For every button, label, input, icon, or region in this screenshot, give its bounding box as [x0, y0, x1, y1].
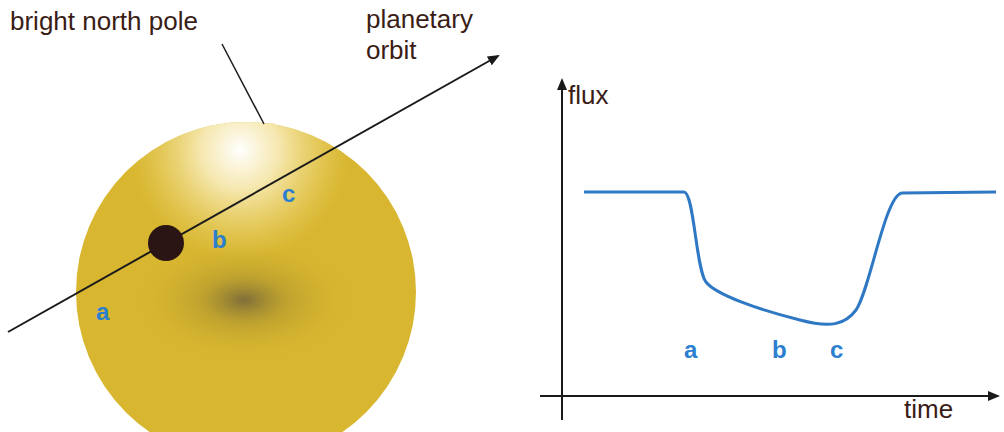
- annotation-label: bright north pole: [10, 6, 198, 37]
- position-label: b: [212, 226, 227, 255]
- y-axis: [561, 80, 563, 420]
- position-label: b: [772, 336, 787, 365]
- position-label: c: [282, 180, 295, 209]
- leader-line: [222, 44, 264, 124]
- position-label: c: [830, 336, 843, 365]
- annotation-label: planetary orbit: [366, 4, 491, 66]
- position-label: a: [684, 336, 697, 365]
- axis-label: time: [904, 394, 953, 425]
- position-label: a: [96, 298, 109, 327]
- light-curve: [584, 192, 996, 324]
- star: [76, 40, 416, 432]
- axis-label: flux: [568, 80, 608, 111]
- orbit-line: [8, 56, 498, 332]
- planet: [148, 225, 184, 261]
